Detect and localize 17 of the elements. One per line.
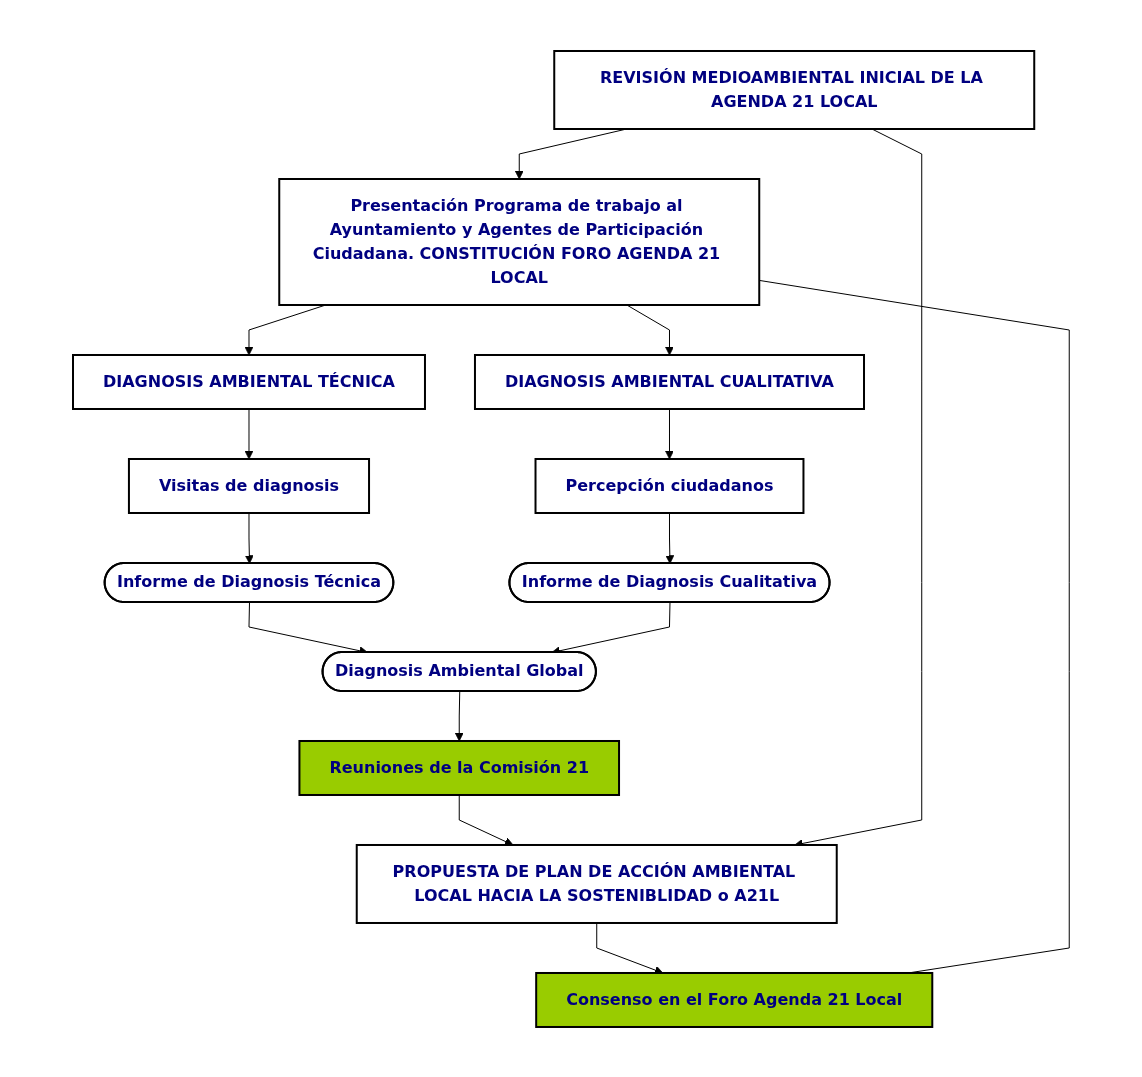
arrow	[664, 408, 674, 459]
node-box: Consenso en el Foro Agenda 21 Local	[535, 971, 934, 1028]
node-box: Percepción ciudadanos	[534, 457, 805, 514]
node-box: Presentación Programa de trabajo al Ayuntamiento y Agentes de Participación Ciudadana. CONSTITUCIÓN FORO AGENDA 21 LOCAL	[278, 177, 761, 306]
arrow	[458, 794, 514, 846]
node-box: REVISIÓN MEDIOAMBIENTAL INICIAL DE LA AGENDA 21 LOCAL	[553, 49, 1036, 130]
arrow	[244, 512, 254, 564]
arrow	[454, 690, 464, 741]
node-box: Visitas de diagnosis	[127, 457, 370, 514]
node-box: DIAGNOSIS AMBIENTAL CUALITATIVA	[473, 353, 865, 410]
node-box: DIAGNOSIS AMBIENTAL TÉCNICA	[71, 353, 426, 410]
arrow	[665, 512, 675, 564]
arrow	[596, 922, 664, 974]
node-box: Reuniones de la Comisión 21	[298, 739, 620, 796]
node-box: PROPUESTA DE PLAN DE ACCIÓN AMBIENTAL LOCAL HACIA LA SOSTENIBLIDAD o A21L	[355, 843, 838, 924]
arrow	[244, 408, 254, 459]
arrow	[626, 304, 674, 355]
